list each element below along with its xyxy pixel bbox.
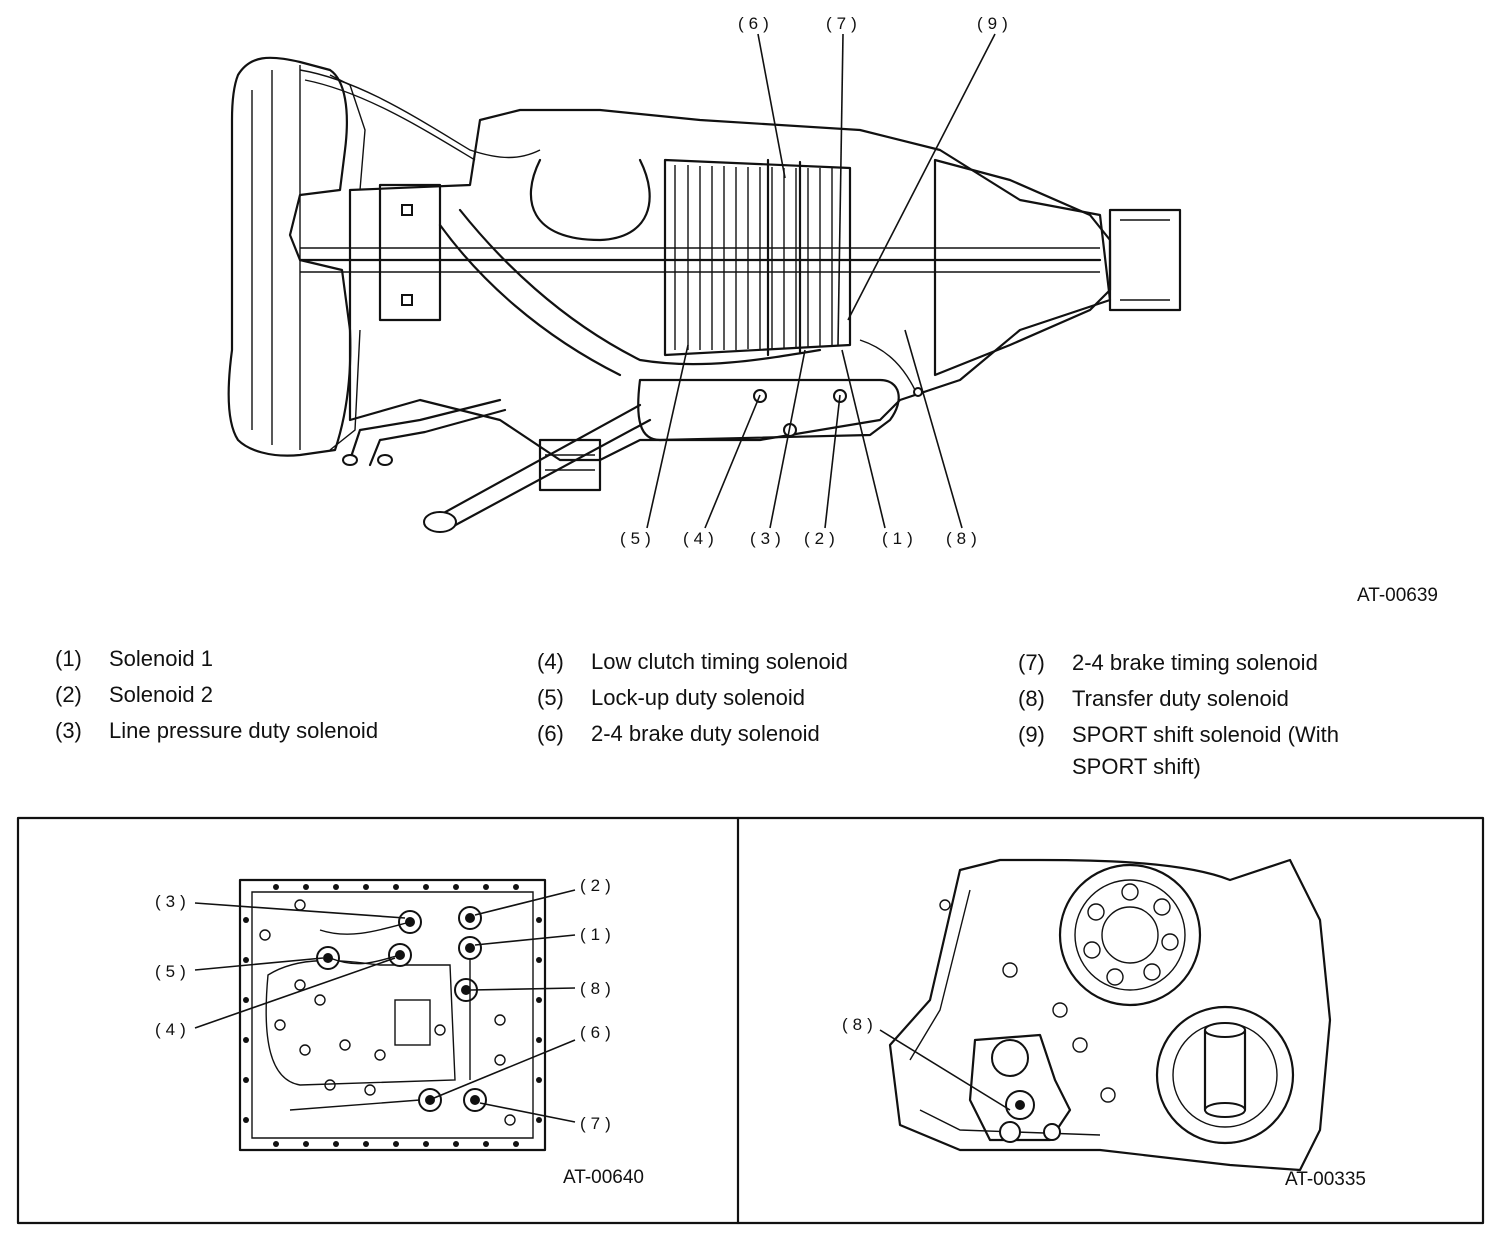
legend-label: 2-4 brake timing solenoid xyxy=(1072,650,1318,675)
legend-label: 2-4 brake duty solenoid xyxy=(591,721,820,746)
legend-num: (1) xyxy=(55,646,82,671)
legend-num: (7) xyxy=(1018,650,1045,675)
legend-item-9: (9) SPORT shift solenoid (With SPORT shif… xyxy=(1018,719,1392,783)
callout-4: (4) xyxy=(683,529,719,548)
inset-left-callout-3: (3) xyxy=(155,892,191,911)
legend-label: Solenoid 2 xyxy=(109,682,213,707)
legend-num: (2) xyxy=(55,682,82,707)
inset-left-callout-6: (6) xyxy=(580,1023,616,1042)
callout-5: (5) xyxy=(620,529,656,548)
inset-left-callout-4: (4) xyxy=(155,1020,191,1039)
legend-item-5: (5) Lock-up duty solenoid xyxy=(537,682,805,714)
callout-8: (8) xyxy=(946,529,982,548)
callout-1: (1) xyxy=(882,529,918,548)
legend-item-4: (4) Low clutch timing solenoid xyxy=(537,646,848,678)
legend-item-7: (7) 2-4 brake timing solenoid xyxy=(1018,647,1318,679)
legend-item-1: (1) Solenoid 1 xyxy=(55,643,213,675)
inset-left-callout-8: (8) xyxy=(580,979,616,998)
legend-item-3: (3) Line pressure duty solenoid xyxy=(55,715,378,747)
inset-right-callout-8: (8) xyxy=(842,1015,878,1034)
legend-label: Lock-up duty solenoid xyxy=(591,685,806,710)
legend-num: (8) xyxy=(1018,686,1045,711)
legend-item-6: (6) 2-4 brake duty solenoid xyxy=(537,718,820,750)
legend-num: (4) xyxy=(537,649,564,674)
inset-left-callout-5: (5) xyxy=(155,962,191,981)
legend-item-2: (2) Solenoid 2 xyxy=(55,679,213,711)
figure-id-main: AT-00639 xyxy=(1357,585,1438,606)
legend-num: (3) xyxy=(55,718,82,743)
legend-num: (9) xyxy=(1018,722,1045,747)
callout-7: (7) xyxy=(826,14,862,33)
legend-num: (5) xyxy=(537,685,564,710)
callout-2: (2) xyxy=(804,529,840,548)
inset-left-callout-7: (7) xyxy=(580,1114,616,1133)
inset-panels-frame xyxy=(16,816,1485,1225)
legend-label: Line pressure duty solenoid xyxy=(109,718,379,743)
figure-id-right: AT-00335 xyxy=(1285,1169,1366,1190)
legend-label: SPORT shift solenoid (With SPORT shift) xyxy=(1072,722,1339,779)
callout-9: (9) xyxy=(977,14,1013,33)
inset-left-callout-2: (2) xyxy=(580,876,616,895)
legend-item-8: (8) Transfer duty solenoid xyxy=(1018,683,1289,715)
legend-num: (6) xyxy=(537,721,564,746)
figure-id-left: AT-00640 xyxy=(563,1167,644,1188)
callout-6: (6) xyxy=(738,14,774,33)
callout-3: (3) xyxy=(750,529,786,548)
legend-label: Low clutch timing solenoid xyxy=(591,649,848,674)
legend-label: Solenoid 1 xyxy=(109,646,213,671)
legend-label: Transfer duty solenoid xyxy=(1072,686,1289,711)
inset-left-callout-1: (1) xyxy=(580,925,616,944)
